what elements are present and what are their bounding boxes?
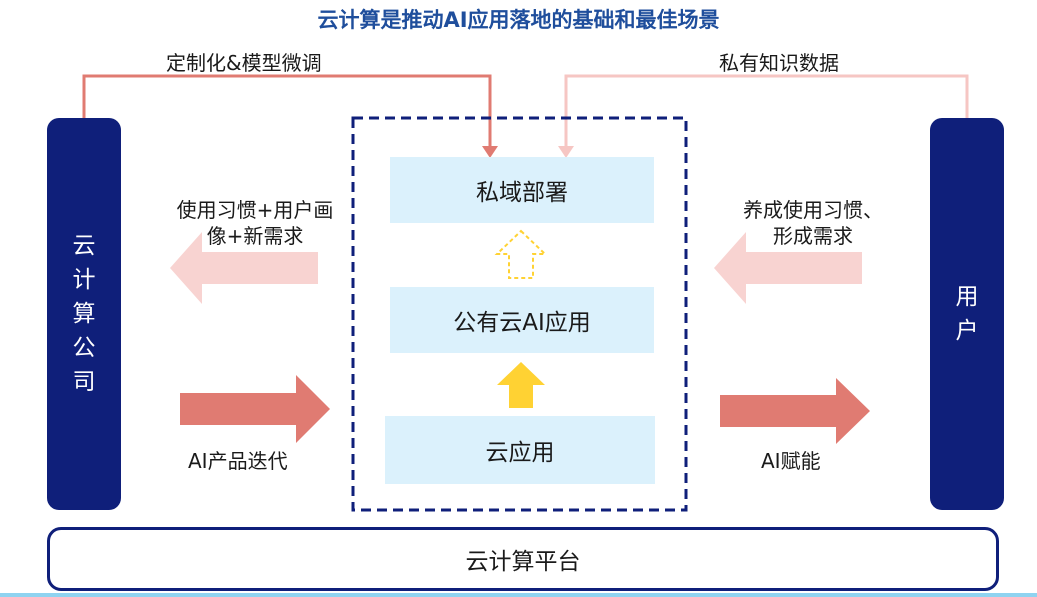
private-deployment-text: 私域部署 [476,180,568,206]
habit-demand-line1: 养成使用习惯、 [743,198,883,222]
deployment-frame [351,116,688,512]
cloud-platform-text: 云计算平台 [465,549,581,575]
right-habit-arrow [714,232,862,304]
usage-profile-line2: 像+新需求 [206,224,304,248]
cloud-platform-bar: 云计算平台 [47,527,999,591]
upgrade-arrow-dashed [494,229,548,279]
custom-tuning-label: 定制化&模型微调 [166,51,322,75]
ai-empower-label: AI赋能 [761,449,821,473]
custom-tuning-arrowhead [482,146,498,158]
public-cloud-ai-text: 公有云AI应用 [453,310,591,336]
bottom-rule [0,593,1037,597]
left-iteration-arrow [180,375,330,443]
cloud-company-label: 云计算公司 [72,233,96,395]
cloud-company-pillar: 云计算公司 [47,118,121,510]
private-data-label: 私有知识数据 [719,51,839,75]
private-data-arrowhead [558,146,574,158]
page-title: 云计算是推动AI应用落地的基础和最佳场景 [317,8,720,32]
user-label: 用户 [955,284,979,344]
custom-tuning-connector [82,74,492,148]
cloud-app-panel: 云应用 [385,416,655,484]
usage-profile-label: 使用习惯+用户画 像+新需求 [160,197,350,249]
public-cloud-ai-panel: 公有云AI应用 [390,287,654,353]
ai-iteration-label: AI产品迭代 [188,449,288,473]
private-data-connector [564,74,969,148]
right-empower-arrow [720,378,870,444]
habit-demand-label: 养成使用习惯、 形成需求 [728,197,898,249]
left-feedback-arrow [170,232,318,304]
cloud-app-text: 云应用 [485,440,555,466]
usage-profile-line1: 使用习惯+用户画 [176,198,334,222]
user-pillar: 用户 [930,118,1004,510]
habit-demand-line2: 形成需求 [773,224,853,248]
upgrade-arrow-solid [497,362,545,408]
private-deployment-panel: 私域部署 [390,157,654,223]
